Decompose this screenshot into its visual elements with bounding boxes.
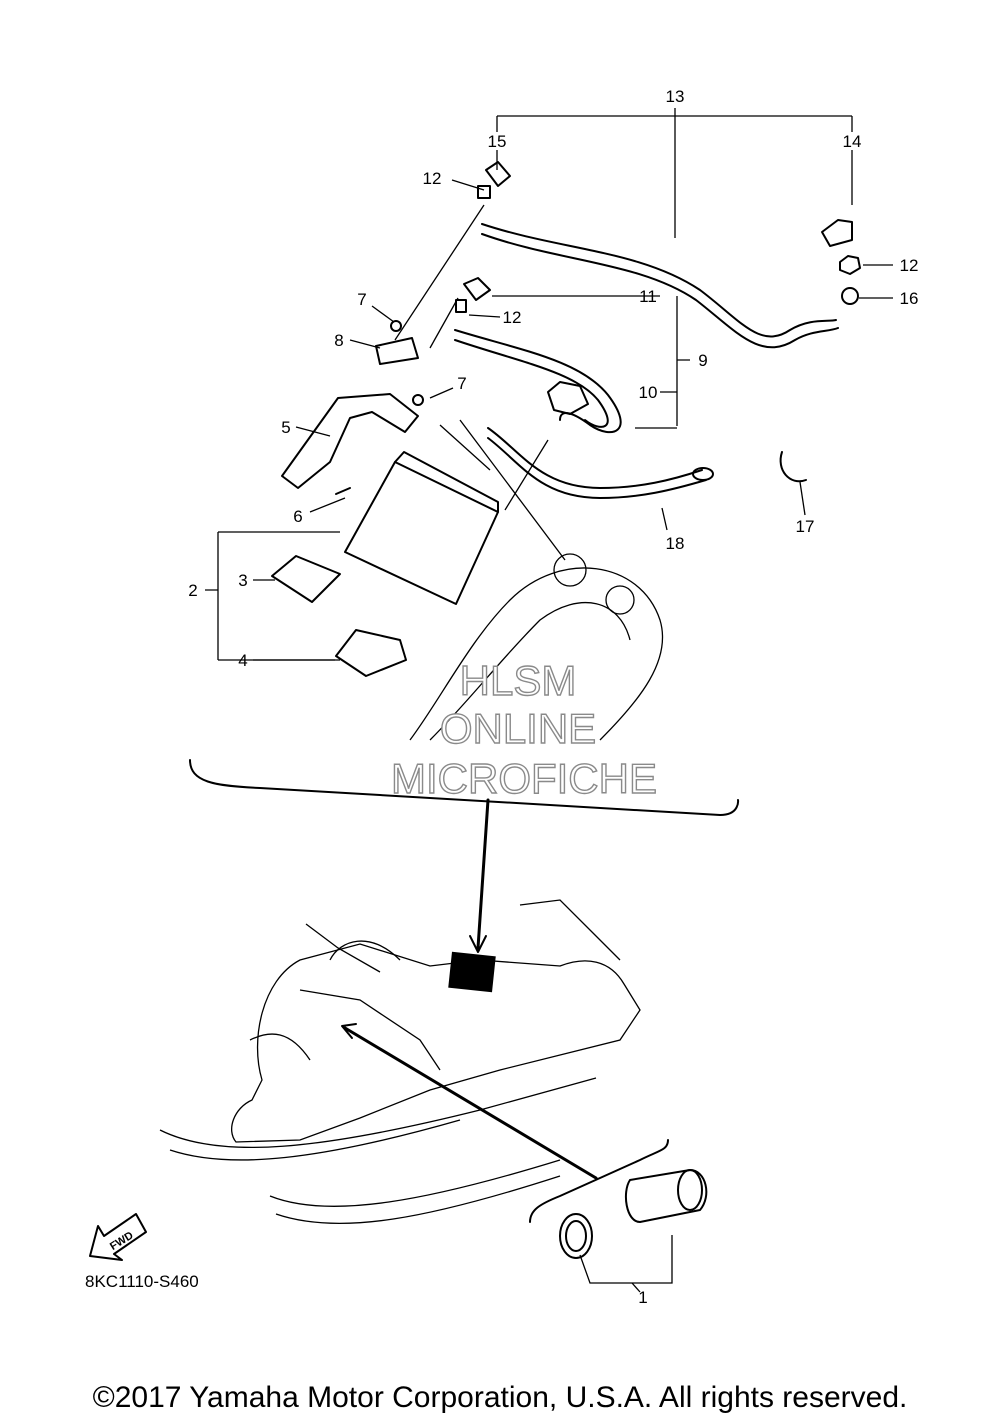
- callout-15: 15: [488, 132, 507, 151]
- drawing-code: 8KC1110-S460: [85, 1272, 199, 1291]
- callout-2: 2: [188, 581, 197, 600]
- pointer-arrows: [341, 798, 598, 1180]
- detail-frame: [189, 759, 740, 816]
- callout-10: 10: [639, 383, 658, 402]
- callout-7-top: 7: [357, 290, 366, 309]
- callout-1: 1: [638, 1288, 647, 1307]
- callout-5: 5: [281, 418, 290, 437]
- battery-location-marker: [448, 951, 496, 993]
- watermark-line1: HLSM: [460, 657, 577, 704]
- callout-16: 16: [900, 289, 919, 308]
- callout-12-mid: 12: [503, 308, 522, 327]
- callout-14: 14: [843, 132, 862, 151]
- callouts: 13 15 14 12 12 16 11 12 7 8 9 7 10 5 6 1…: [188, 87, 918, 1307]
- callout-3: 3: [238, 571, 247, 590]
- watermark: HLSM ONLINE MICROFICHE: [390, 656, 657, 802]
- callout-4: 4: [238, 651, 247, 670]
- watermark-line3: MICROFICHE: [391, 755, 657, 802]
- fwd-arrow-icon: FWD: [89, 1213, 147, 1261]
- callout-8: 8: [334, 331, 343, 350]
- snowmobile-outline: [159, 899, 641, 1225]
- copyright-notice: ©2017 Yamaha Motor Corporation, U.S.A. A…: [92, 1381, 908, 1414]
- small-parts: [271, 161, 861, 677]
- callout-17: 17: [796, 517, 815, 536]
- battery-cables: [454, 223, 839, 499]
- callout-6: 6: [293, 507, 302, 526]
- power-socket: [559, 1169, 708, 1259]
- callout-12-top: 12: [423, 169, 442, 188]
- callout-13: 13: [666, 87, 685, 106]
- callout-12-right: 12: [900, 256, 919, 275]
- callout-7-mid: 7: [457, 374, 466, 393]
- detail-frame-socket: [529, 1139, 669, 1223]
- tank-outline: [409, 553, 664, 741]
- callout-18: 18: [666, 534, 685, 553]
- callout-9: 9: [698, 351, 707, 370]
- watermark-line2: ONLINE: [440, 705, 596, 752]
- callout-11: 11: [639, 287, 657, 306]
